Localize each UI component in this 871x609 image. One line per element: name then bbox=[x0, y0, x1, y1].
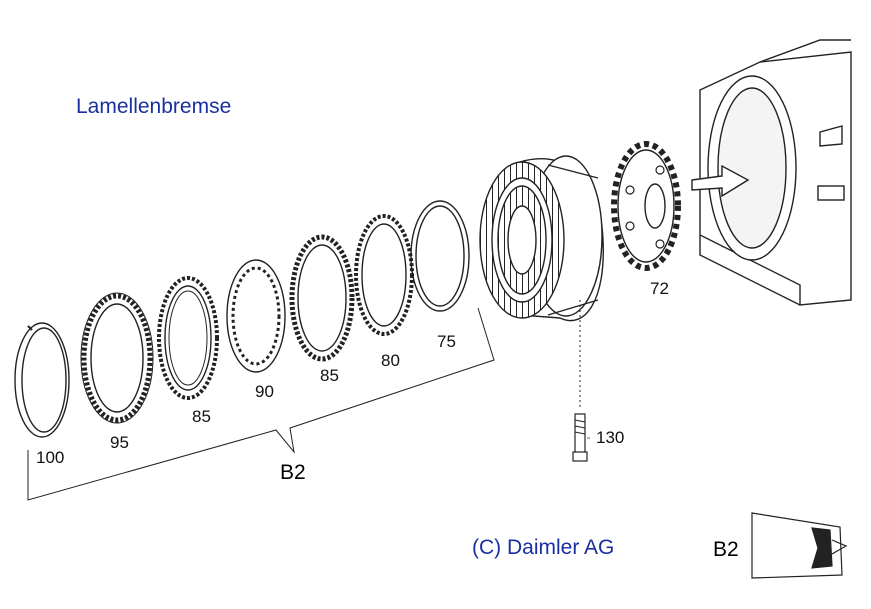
transmission-housing bbox=[699, 39, 852, 306]
insert-direction-arrow bbox=[691, 164, 750, 198]
part-label-80: 80 bbox=[381, 351, 400, 370]
part-label-130: 130 bbox=[596, 428, 625, 447]
inner-disc-85-a bbox=[157, 276, 219, 400]
pressure-plate-75 bbox=[410, 200, 470, 312]
part-label-85-a: 85 bbox=[192, 407, 211, 426]
snap-ring-100 bbox=[14, 322, 70, 438]
sun-gear-72 bbox=[611, 141, 681, 271]
part-label-90: 90 bbox=[255, 382, 274, 401]
clutch-drum bbox=[479, 155, 604, 322]
outer-disc-95 bbox=[80, 292, 154, 424]
part-label-95: 95 bbox=[110, 433, 129, 452]
part-label-85-b: 85 bbox=[320, 366, 339, 385]
part-label-75: 75 bbox=[437, 332, 456, 351]
inner-disc-90 bbox=[226, 259, 286, 373]
b2-location-sketch bbox=[751, 512, 848, 579]
outer-disc-85-b bbox=[289, 234, 355, 362]
group-bracket-b2 bbox=[27, 307, 495, 501]
bolt-130 bbox=[572, 300, 588, 462]
part-label-72: 72 bbox=[650, 279, 669, 298]
outer-disc-80 bbox=[354, 214, 414, 336]
part-label-100: 100 bbox=[36, 448, 65, 467]
legend-label-b2: B2 bbox=[713, 538, 739, 561]
copyright-notice: (C) Daimler AG bbox=[472, 536, 615, 559]
group-label-b2: B2 bbox=[280, 461, 306, 484]
diagram-title: Lamellenbremse bbox=[76, 95, 232, 118]
